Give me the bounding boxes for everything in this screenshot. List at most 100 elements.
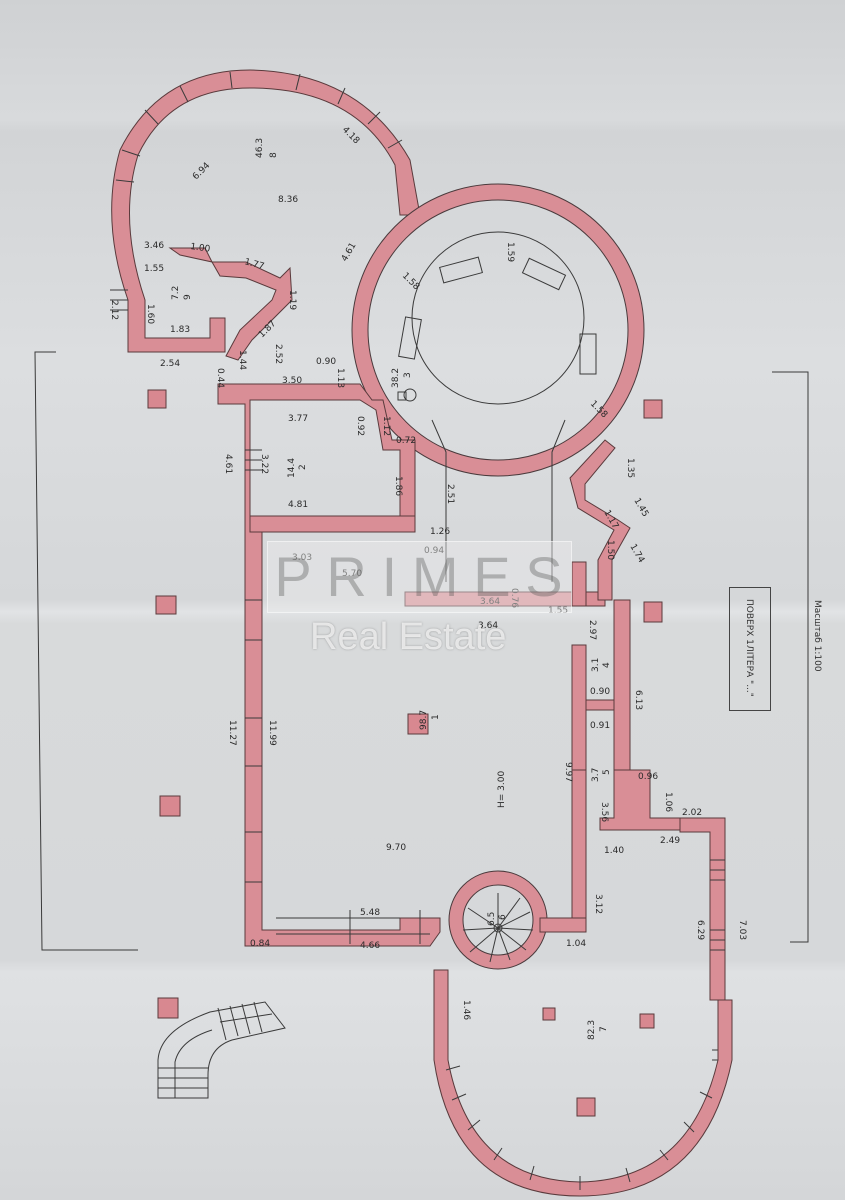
room-9-wall	[168, 247, 293, 361]
floor-label: ПОВЕРХ 1	[744, 599, 754, 645]
svg-text:1.40: 1.40	[604, 846, 624, 856]
svg-text:9.70: 9.70	[386, 843, 406, 853]
svg-text:14.4: 14.4	[287, 458, 297, 478]
room-8-windows	[110, 71, 403, 311]
svg-text:3.03: 3.03	[292, 553, 312, 563]
svg-text:1.12: 1.12	[381, 416, 391, 436]
svg-text:6.13: 6.13	[633, 690, 643, 710]
room-7-curved-wall	[433, 969, 733, 1197]
watermark-box	[267, 541, 572, 613]
svg-text:2.02: 2.02	[682, 808, 702, 818]
svg-text:1.45: 1.45	[631, 497, 650, 519]
east-zigzag-wall	[569, 439, 631, 601]
svg-text:4.66: 4.66	[360, 941, 380, 951]
svg-text:3.64: 3.64	[478, 621, 498, 631]
svg-text:6.5: 6.5	[487, 912, 497, 926]
svg-text:3.64: 3.64	[480, 597, 500, 607]
svg-text:4.18: 4.18	[340, 125, 361, 146]
svg-text:3.77: 3.77	[288, 414, 308, 424]
svg-text:11.27: 11.27	[227, 720, 237, 746]
svg-text:1.55: 1.55	[144, 264, 164, 274]
room-4-5-east-wall	[613, 599, 631, 771]
svg-text:1.04: 1.04	[566, 939, 586, 949]
column-marker	[403, 388, 417, 402]
left-dimension-bracket	[34, 351, 138, 951]
svg-text:2.49: 2.49	[660, 836, 680, 846]
svg-text:0.92: 0.92	[355, 416, 365, 436]
room-3-rotunda-wall	[352, 184, 644, 476]
svg-text:5.48: 5.48	[360, 908, 380, 918]
watermark-letter: P	[274, 544, 312, 608]
room-7-curve-windows	[445, 1065, 713, 1190]
room-3-inner-circle	[411, 231, 585, 405]
svg-text:0.91: 0.91	[590, 721, 610, 731]
svg-text:4.81: 4.81	[288, 500, 308, 510]
scale-label: Масштаб 1:100	[812, 600, 822, 672]
svg-text:2: 2	[298, 464, 308, 470]
svg-text:8: 8	[269, 152, 279, 158]
svg-text:5: 5	[602, 769, 612, 775]
svg-text:7: 7	[599, 1026, 609, 1032]
watermark-letter: M	[411, 544, 459, 608]
room-1-west-wall	[217, 383, 441, 947]
room-8-wall	[111, 69, 421, 353]
svg-text:3.7: 3.7	[591, 768, 601, 782]
svg-text:3.56: 3.56	[599, 802, 609, 822]
svg-text:1.55: 1.55	[548, 606, 568, 616]
svg-text:0.90: 0.90	[590, 687, 610, 697]
right-dimension-bracket	[772, 371, 809, 943]
svg-text:0.90: 0.90	[316, 357, 336, 367]
svg-text:2.54: 2.54	[160, 359, 180, 369]
svg-text:1.58: 1.58	[400, 271, 421, 292]
svg-text:82.3: 82.3	[587, 1020, 597, 1040]
svg-text:7.2: 7.2	[171, 286, 181, 300]
room-labels: 46.3 8 7.2 9 38.2 3 14.4 2 98.7 1 3.1 4 …	[171, 138, 612, 1040]
svg-text:1.44: 1.44	[237, 350, 247, 370]
watermark-letter: E	[473, 544, 511, 608]
svg-text:1.60: 1.60	[145, 304, 155, 324]
svg-text:1.19: 1.19	[287, 290, 297, 310]
svg-text:4.61: 4.61	[223, 454, 233, 474]
svg-text:0.96: 0.96	[638, 772, 658, 782]
svg-text:4.61: 4.61	[340, 241, 359, 263]
room-7-east-wall	[679, 817, 726, 1001]
svg-text:11.99: 11.99	[267, 720, 277, 746]
svg-text:1.00: 1.00	[190, 242, 212, 255]
svg-text:1.46: 1.46	[461, 1000, 471, 1020]
svg-text:9: 9	[183, 294, 193, 300]
svg-text:2.12: 2.12	[109, 300, 119, 320]
svg-text:0.84: 0.84	[250, 939, 270, 949]
svg-text:4: 4	[602, 662, 612, 668]
south-window	[276, 910, 430, 944]
svg-text:3.22: 3.22	[259, 454, 269, 474]
svg-text:5.70: 5.70	[342, 569, 362, 579]
svg-text:3.1: 3.1	[591, 658, 601, 672]
dimension-labels: 4.18 6.94 8.36 3.46 1.55 1.00 1.77 1.19 …	[109, 125, 747, 1020]
spiral-stair-treads	[462, 893, 534, 963]
wall-windows-west	[245, 449, 262, 883]
svg-text:3: 3	[403, 372, 413, 378]
svg-text:6.29: 6.29	[695, 920, 705, 940]
svg-text:98.7: 98.7	[419, 710, 429, 730]
title-stamp: ПОВЕРХ 1 ЛІТЕРА "..."	[729, 587, 769, 709]
svg-text:0.94: 0.94	[424, 546, 444, 556]
svg-text:1.59: 1.59	[505, 242, 515, 262]
svg-text:9.97: 9.97	[563, 762, 573, 782]
watermark-brand: P R I M E S	[267, 541, 570, 611]
svg-text:1.86: 1.86	[393, 476, 403, 496]
svg-text:2.51: 2.51	[445, 484, 455, 504]
title-stamp-box	[729, 587, 771, 711]
svg-text:2.52: 2.52	[273, 344, 283, 364]
svg-text:7.03: 7.03	[737, 920, 747, 940]
svg-text:6.94: 6.94	[191, 161, 212, 182]
watermark-letter: R	[326, 544, 367, 608]
svg-text:3.12: 3.12	[593, 894, 603, 914]
watermark-subtitle: Real Estate	[310, 616, 507, 658]
room-3-corridor-left	[431, 419, 447, 582]
watermark-letter: I	[381, 544, 398, 608]
ceiling-height: H= 3.00	[497, 771, 507, 808]
svg-text:1.50: 1.50	[605, 540, 615, 560]
svg-text:0.72: 0.72	[396, 436, 416, 446]
